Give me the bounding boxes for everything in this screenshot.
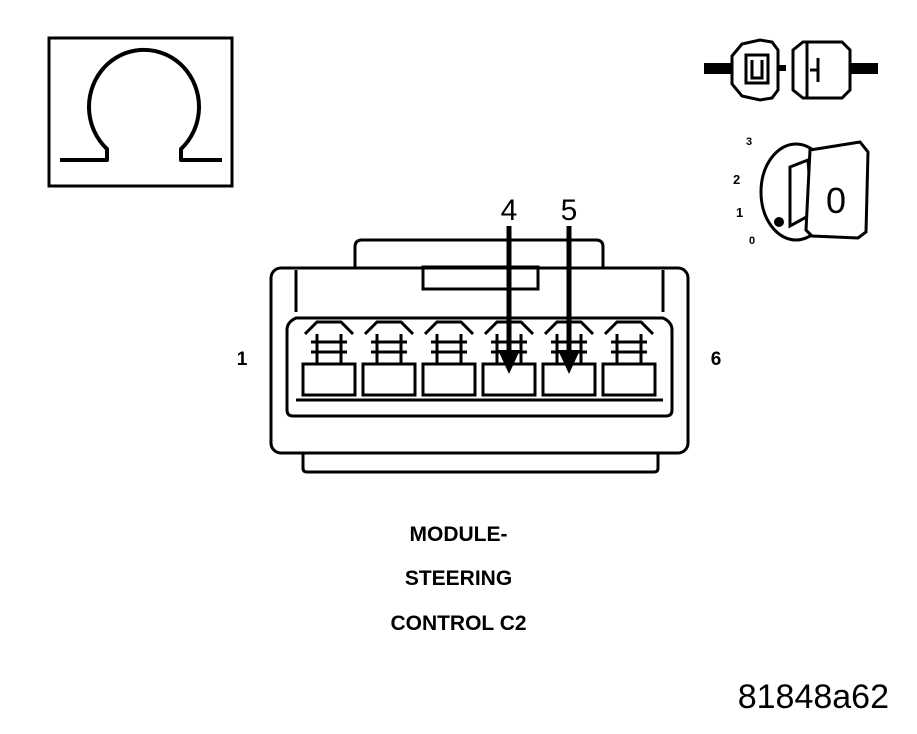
ignition-position-1: 1: [736, 205, 743, 220]
test-pin-label-4: 4: [501, 194, 518, 227]
probe-arrow-pin-4: [498, 226, 520, 374]
ignition-position-2: 2: [733, 172, 740, 187]
caption-line-3: CONTROL C2: [390, 612, 527, 635]
key-position-label: 0: [826, 180, 846, 221]
pin-cavity-6: [601, 320, 657, 397]
pin-cavity-1: [301, 320, 357, 397]
pin-cavity-2: [361, 320, 417, 397]
caption-line-1: MODULE-: [409, 523, 508, 546]
connector-c2: [269, 238, 690, 474]
ignition-key-icon: 3 2 1 0 0: [733, 136, 870, 247]
ignition-position-marker: [774, 217, 784, 227]
figure-id: 81848a62: [737, 678, 889, 716]
pin-cavities: [301, 320, 657, 397]
ignition-position-3: 3: [746, 136, 752, 148]
pin-label-6: 6: [711, 349, 722, 370]
probe-arrow-pin-5: [558, 226, 580, 374]
pin-cavity-3: [421, 320, 477, 397]
ohmmeter-icon: [47, 36, 234, 188]
pin-label-1: 1: [237, 349, 248, 370]
connector-disconnected-icon: [704, 38, 878, 102]
test-pin-label-5: 5: [561, 194, 578, 227]
ignition-position-0: 0: [749, 235, 755, 247]
caption-line-2: STEERING: [404, 567, 513, 590]
